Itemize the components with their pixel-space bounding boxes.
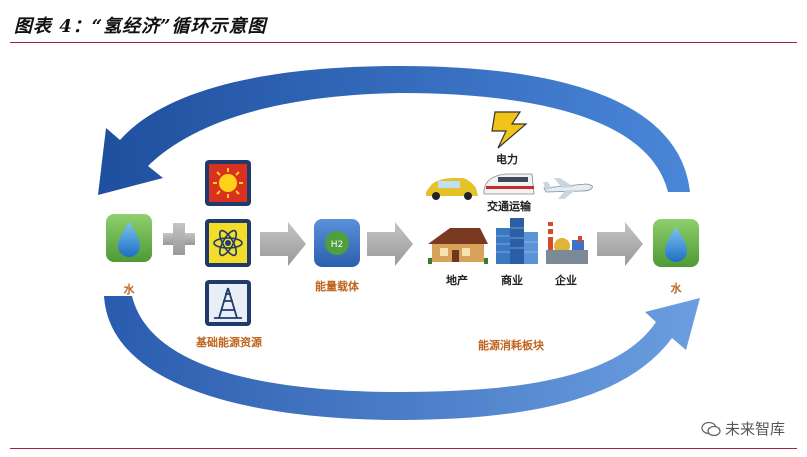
car-icon <box>426 178 478 200</box>
flow-arrow-3 <box>597 222 643 266</box>
train-icon <box>484 174 534 194</box>
carrier-label: 能量载体 <box>315 279 360 293</box>
wechat-icon <box>701 421 721 437</box>
watermark: 未来智库 <box>701 418 785 439</box>
water-left-label: 水 <box>124 282 136 296</box>
plane-icon <box>543 178 592 199</box>
transport-label: 交通运输 <box>487 199 532 213</box>
h2-carrier-tile: H2 <box>314 219 360 267</box>
house-icon <box>428 228 488 264</box>
basic-energy-label: 基础能源资源 <box>195 335 262 349</box>
flow-arrow-2 <box>367 222 413 266</box>
water-tile-right <box>653 219 699 267</box>
industry-label: 企业 <box>554 273 577 287</box>
atom-icon-tile <box>205 219 251 267</box>
factory-icon <box>546 222 588 264</box>
bottom-cycle-arrow <box>104 296 700 420</box>
plus-icon <box>163 223 195 255</box>
flow-arrow-1 <box>260 222 306 266</box>
top-cycle-arrow <box>98 66 690 195</box>
h2-label: H2 <box>331 240 344 250</box>
sun-icon-tile <box>205 160 251 206</box>
lightning-icon <box>492 112 526 148</box>
commerce-label: 商业 <box>501 273 523 287</box>
water-tile-left <box>106 214 152 262</box>
electricity-label: 电力 <box>496 152 518 166</box>
watermark-text: 未来智库 <box>725 418 785 439</box>
oil-rig-icon-tile <box>205 280 251 326</box>
skyscraper-icon <box>496 218 538 264</box>
water-right-label: 水 <box>671 281 683 295</box>
real-estate-label: 地产 <box>446 273 468 287</box>
consumption-label: 能源消耗板块 <box>478 338 545 352</box>
